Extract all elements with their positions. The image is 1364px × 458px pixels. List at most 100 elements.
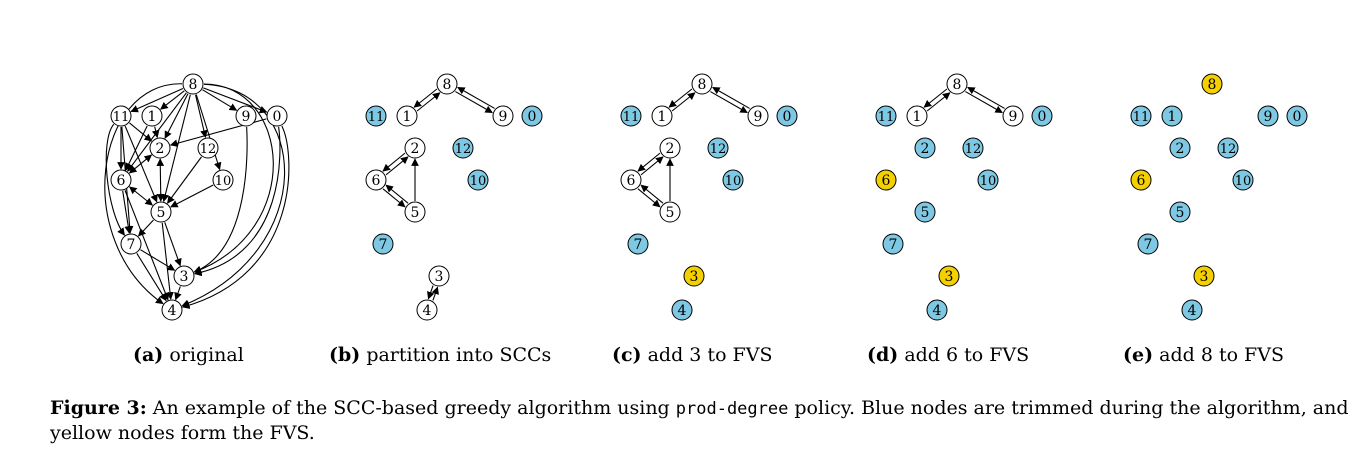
node-label-a-2: 2 [156, 141, 165, 157]
node-label-a-1: 1 [148, 109, 157, 125]
node-a-8: 8 [182, 73, 204, 95]
node-a-10: 10 [212, 169, 234, 191]
edge-a-8-11 [130, 87, 184, 113]
node-label-a-10: 10 [215, 174, 232, 189]
edge-c-5-6 [640, 184, 664, 204]
node-b-1: 1 [396, 105, 418, 127]
node-label-b-11: 11 [368, 110, 385, 125]
node-a-0: 0 [266, 105, 288, 127]
edge-c-1-8 [671, 92, 696, 112]
edge-a-8-1 [160, 90, 185, 110]
node-label-b-9: 9 [499, 109, 508, 125]
node-a-3: 3 [173, 265, 195, 287]
edge-a-1-6 [125, 125, 148, 171]
node-label-d-12: 12 [965, 142, 982, 157]
edge-d-8-1 [923, 88, 948, 108]
node-label-b-10: 10 [470, 174, 487, 189]
subcaption-d-title: add 6 to FVS [904, 344, 1030, 366]
figure-canvas: 0123456789101112012345678910111201234567… [104, 73, 1308, 321]
node-label-e-1: 1 [1168, 109, 1177, 125]
node-a-7: 7 [120, 233, 142, 255]
node-c-2: 2 [659, 137, 681, 159]
edge-a-12-5 [167, 156, 202, 204]
subcaption-e-title: add 8 to FVS [1159, 344, 1284, 366]
edge-c-8-9 [710, 91, 748, 114]
edge-c-2-6 [637, 152, 661, 172]
node-label-b-0: 0 [528, 109, 537, 125]
edge-a-8-5 [161, 94, 191, 203]
edge-a-2-6 [128, 154, 153, 174]
node-c-11: 11 [620, 105, 642, 127]
edge-b-4-3 [431, 286, 439, 301]
edge-b-2-6 [382, 152, 406, 172]
node-b-3: 3 [428, 265, 450, 287]
subcaption-d-label: (d) [867, 344, 899, 366]
node-e-3: 3 [1193, 265, 1215, 287]
node-label-e-7: 7 [1144, 237, 1153, 253]
node-label-b-7: 7 [379, 237, 388, 253]
node-label-e-9: 9 [1264, 109, 1273, 125]
edge-d-8-9 [965, 91, 1003, 114]
node-label-d-10: 10 [980, 174, 997, 189]
node-b-10: 10 [467, 169, 489, 191]
caption-text-after: policy. Blue nodes are trimmed during th… [50, 397, 1349, 444]
subcaption-a-label: (a) [133, 344, 164, 366]
edge-a-8-9 [202, 89, 238, 111]
node-label-a-8: 8 [189, 77, 198, 93]
node-label-a-7: 7 [127, 237, 136, 253]
node-label-e-2: 2 [1176, 141, 1185, 157]
node-label-d-1: 1 [913, 109, 922, 125]
node-b-9: 9 [492, 105, 514, 127]
edge-b-9-8 [457, 86, 495, 109]
node-c-0: 0 [776, 105, 798, 127]
node-label-a-0: 0 [273, 109, 282, 125]
subcaption-b-title: partition into SCCs [366, 344, 552, 366]
node-label-b-1: 1 [403, 109, 412, 125]
node-d-0: 0 [1031, 105, 1053, 127]
node-b-6: 6 [365, 169, 387, 191]
edge-a-2-5 [156, 158, 165, 202]
node-d-4: 4 [926, 299, 948, 321]
node-label-e-12: 12 [1220, 142, 1237, 157]
edge-a-6-5 [128, 186, 154, 206]
node-label-e-0: 0 [1293, 109, 1302, 125]
node-label-a-6: 6 [117, 173, 126, 189]
node-e-11: 11 [1130, 105, 1152, 127]
subcaption-e: (e) add 8 to FVS [1123, 344, 1284, 366]
edge-b-5-6 [385, 184, 409, 204]
node-label-d-0: 0 [1038, 109, 1047, 125]
edge-b-3-4 [427, 285, 435, 300]
node-e-12: 12 [1217, 137, 1239, 159]
node-label-d-4: 4 [933, 303, 942, 319]
node-b-4: 4 [416, 299, 438, 321]
node-d-2: 2 [914, 137, 936, 159]
node-c-1: 1 [651, 105, 673, 127]
node-label-d-3: 3 [945, 269, 954, 285]
node-label-c-2: 2 [666, 141, 675, 157]
node-label-b-8: 8 [443, 77, 452, 93]
subcaption-b-label: (b) [329, 344, 361, 366]
edge-a-8-10 [195, 94, 222, 171]
node-d-11: 11 [875, 105, 897, 127]
node-label-d-9: 9 [1009, 109, 1018, 125]
node-c-9: 9 [747, 105, 769, 127]
node-e-1: 1 [1161, 105, 1183, 127]
node-c-4: 4 [671, 299, 693, 321]
node-label-b-3: 3 [435, 269, 444, 285]
node-label-e-6: 6 [1137, 173, 1146, 189]
node-b-5: 5 [404, 201, 426, 223]
node-e-7: 7 [1137, 233, 1159, 255]
edge-a-8-4 [181, 83, 286, 307]
edge-a-6-4 [124, 190, 170, 301]
node-e-4: 4 [1181, 299, 1203, 321]
edge-a-8-3 [193, 83, 274, 274]
node-label-d-5: 5 [921, 205, 930, 221]
node-a-9: 9 [235, 105, 257, 127]
node-c-7: 7 [627, 233, 649, 255]
edge-a-8-6 [127, 92, 187, 172]
edge-a-11-2 [129, 122, 153, 142]
node-label-c-10: 10 [725, 174, 742, 189]
figure-caption: Figure 3: An example of the SCC-based gr… [50, 396, 1350, 445]
node-b-12: 12 [452, 137, 474, 159]
node-label-c-8: 8 [698, 77, 707, 93]
